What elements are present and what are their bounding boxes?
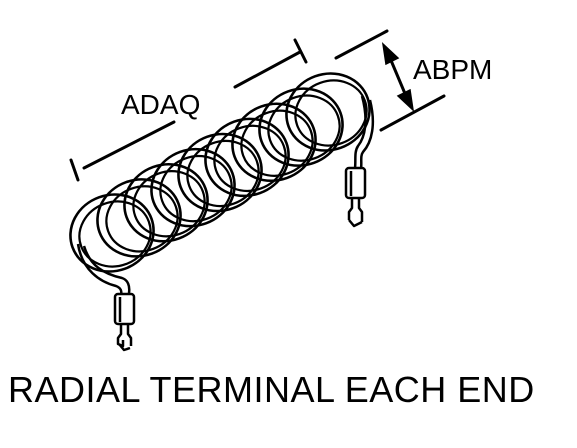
- coil-turn: [204, 117, 290, 198]
- coil-turn-inner: [78, 200, 152, 268]
- coil-turn: [123, 162, 209, 243]
- coil-turn-inner: [159, 155, 233, 223]
- coil-turn: [258, 87, 344, 167]
- diameter-label: ABPM: [413, 54, 492, 85]
- coil-turn: [69, 193, 155, 273]
- coil-turn-inner: [213, 124, 287, 192]
- right-terminal: [344, 95, 375, 228]
- coil-turn-inner: [186, 139, 260, 208]
- coil-turn: [150, 147, 236, 228]
- length-dimension: [69, 38, 308, 182]
- coil-turn-inner: [132, 170, 206, 238]
- coil-turn: [177, 132, 263, 213]
- coil-turn: [231, 102, 317, 183]
- caption: RADIAL TERMINAL EACH END: [8, 369, 535, 410]
- coil-turn-inner: [294, 79, 368, 147]
- coil-turn: [96, 178, 182, 258]
- coil-turn-inner: [105, 185, 179, 253]
- coil-turn-inner: [267, 94, 341, 162]
- coil-turn: [285, 72, 371, 152]
- coil-turn-inner: [240, 109, 314, 177]
- left-terminal: [76, 243, 136, 352]
- diameter-dimension: [334, 29, 446, 132]
- coil-turns: [69, 72, 371, 273]
- length-label: ADAQ: [121, 89, 200, 120]
